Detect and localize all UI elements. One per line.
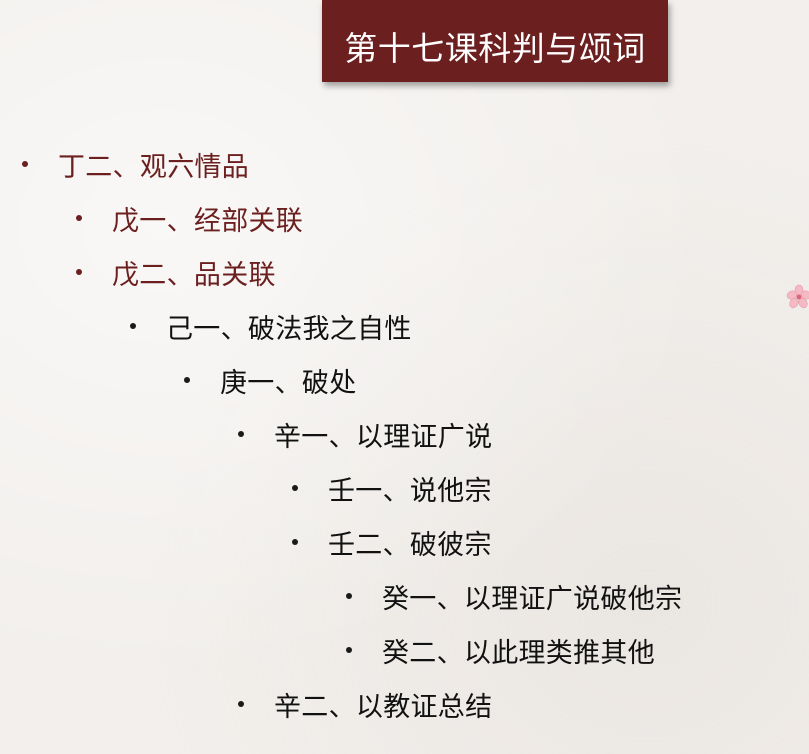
bullet-icon [76, 269, 82, 275]
outline-item-label: 壬一、说他宗 [328, 475, 492, 507]
outline-item-level-7: 癸二、以此理类推其他 [346, 630, 655, 670]
bullet-icon [76, 215, 82, 221]
bullet-icon [184, 377, 190, 383]
outline-item-label: 壬二、破彼宗 [328, 529, 492, 561]
outline-item-level-5: 辛一、以理证广说 [238, 414, 492, 454]
outline-item-label: 辛二、以教证总结 [274, 691, 493, 723]
bullet-icon [292, 485, 298, 491]
bullet-icon [238, 701, 244, 707]
outline-item-level-4: 庚一、破处 [184, 360, 357, 400]
outline-item-label: 戊二、品关联 [112, 259, 276, 291]
outline-item-level-5: 辛二、以教证总结 [238, 684, 492, 724]
outline-item-level-6: 壬一、说他宗 [292, 468, 492, 508]
bullet-icon [346, 593, 352, 599]
outline-item-label: 戊一、经部关联 [112, 205, 304, 237]
bullet-icon [238, 431, 244, 437]
outline-item-label: 癸二、以此理类推其他 [382, 637, 655, 669]
bullet-icon [22, 161, 28, 167]
outline-item-label: 己一、破法我之自性 [166, 313, 412, 345]
title-banner: 第十七课科判与颂词 [322, 0, 668, 82]
outline-item-label: 癸一、以理证广说破他宗 [382, 583, 683, 615]
outline-item-label: 庚一、破处 [220, 367, 357, 399]
bullet-icon [346, 647, 352, 653]
bullet-icon [292, 539, 298, 545]
outline-item-label: 丁二、观六情品 [58, 151, 250, 183]
bullet-icon [130, 323, 136, 329]
outline-item-level-7: 癸一、以理证广说破他宗 [346, 576, 682, 616]
outline-item-level-3: 己一、破法我之自性 [130, 306, 412, 346]
outline-item-level-2: 戊一、经部关联 [76, 198, 303, 238]
outline-item-label: 辛一、以理证广说 [274, 421, 493, 453]
outline-item-level-6: 壬二、破彼宗 [292, 522, 492, 562]
slide-title: 第十七课科判与颂词 [344, 29, 646, 68]
outline-item-level-1: 丁二、观六情品 [22, 144, 249, 184]
cherry-blossom-icon [786, 284, 809, 309]
outline-item-level-2: 戊二、品关联 [76, 252, 276, 292]
